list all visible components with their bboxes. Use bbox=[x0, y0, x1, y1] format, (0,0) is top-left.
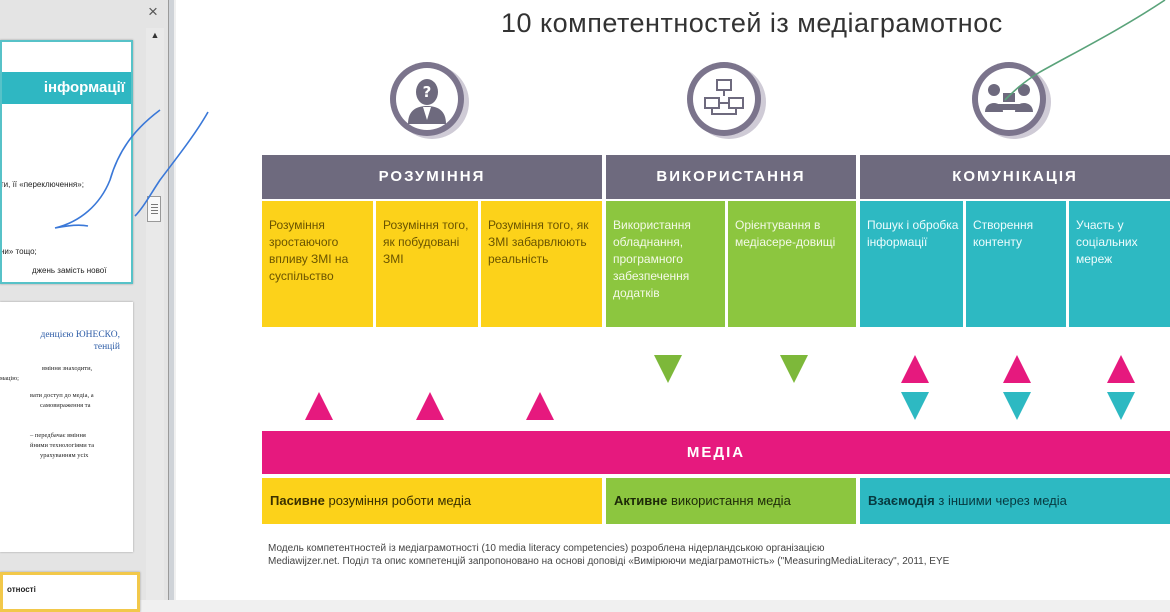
slide-thumbnail-title: інформації bbox=[2, 72, 131, 104]
network-icon bbox=[687, 62, 761, 136]
active-label-text: використання медіа bbox=[667, 493, 791, 508]
passive-label: Пасивне розуміння роботи медіа bbox=[262, 478, 602, 524]
arrow-up-icon bbox=[416, 392, 444, 420]
arrow-down-icon bbox=[1107, 392, 1135, 420]
media-bar: МЕДІА bbox=[262, 431, 1170, 474]
svg-text:?: ? bbox=[423, 83, 432, 101]
arrow-down-icon bbox=[780, 355, 808, 383]
caption-line: Mediawijzer.net. Поділ та опис компетенц… bbox=[268, 556, 950, 567]
arrow-down-icon bbox=[1003, 392, 1031, 420]
active-label: Активне використання медіа bbox=[606, 478, 856, 524]
arrow-up-icon bbox=[901, 355, 929, 383]
arrow-down-icon bbox=[654, 355, 682, 383]
header-usage: ВИКОРИСТАННЯ bbox=[606, 155, 856, 199]
slide-thumbnail-text: вати доступ до медіа, а bbox=[30, 392, 94, 399]
close-icon[interactable]: × bbox=[148, 2, 158, 21]
slide-thumbnail-heading-text: денцією ЮНЕСКО, тенцій bbox=[40, 330, 120, 352]
slide-thumbnail-text: йними технологіями та bbox=[30, 442, 95, 449]
slide-thumbnail-text: ни» тощо; bbox=[0, 247, 37, 256]
passive-label-bold: Пасивне bbox=[270, 493, 325, 508]
slide-thumbnail-text: ти, її «переключення»; bbox=[0, 180, 84, 189]
header-understanding: РОЗУМІННЯ bbox=[262, 155, 602, 199]
scroll-up-arrow-icon[interactable]: ▲ bbox=[150, 30, 160, 40]
scrollbar-thumb[interactable] bbox=[147, 196, 161, 222]
arrow-down-icon bbox=[901, 392, 929, 420]
competency-cell: Розуміння того, як ЗМІ забарвлюють реаль… bbox=[481, 201, 602, 327]
meeting-icon bbox=[972, 62, 1046, 136]
slide-caption: Модель компетентностей із медіаграмотнос… bbox=[268, 542, 949, 568]
competency-cell: Розуміння зростаючого впливу ЗМІ на сусп… bbox=[262, 201, 373, 327]
slide-thumbnail-2[interactable]: денцією ЮНЕСКО, тенцій вміння знаходити,… bbox=[0, 302, 133, 552]
interaction-label: Взаємодія з іншими через медіа bbox=[860, 478, 1170, 524]
competency-cell: Орієнтування в медіасере-довищі bbox=[728, 201, 856, 327]
slide-thumbnail-text: урахуванням усіх bbox=[40, 452, 89, 459]
thumbnail-scrollbar[interactable]: ▲ bbox=[146, 28, 164, 600]
slide-thumbnail-pane: × інформації ти, її «переключення»; ни» … bbox=[0, 0, 168, 612]
slide-title: 10 компетентностей із медіаграмотнос bbox=[501, 8, 1003, 38]
caption-line: Модель компетентностей із медіаграмотнос… bbox=[268, 543, 825, 554]
pane-splitter[interactable] bbox=[168, 0, 174, 600]
interaction-label-bold: Взаємодія bbox=[868, 493, 935, 508]
header-communication: КОМУНІКАЦІЯ bbox=[860, 155, 1170, 199]
active-label-bold: Активне bbox=[614, 493, 668, 508]
competency-cell: Пошук і обробка інформації bbox=[860, 201, 963, 327]
slide-thumbnail-heading: денцією ЮНЕСКО, тенцій bbox=[0, 329, 120, 353]
slide-thumbnail-text: – передбачає вміння bbox=[30, 432, 86, 439]
question-person-icon: ? bbox=[390, 62, 464, 136]
competency-cell: Використання обладнання, програмного заб… bbox=[606, 201, 725, 327]
slide-thumbnail-title: отності bbox=[7, 585, 36, 594]
slide-thumbnail-text: мацію; bbox=[0, 375, 19, 382]
competency-cell: Створення контенту bbox=[966, 201, 1066, 327]
competency-cell: Участь у соціальних мереж bbox=[1069, 201, 1170, 327]
arrow-up-icon bbox=[1003, 355, 1031, 383]
competency-cell: Розуміння того, як побудовані ЗМІ bbox=[376, 201, 478, 327]
slide-thumbnail-text: джень замість нової bbox=[32, 266, 107, 275]
slide-thumbnail-text: вміння знаходити, bbox=[42, 365, 93, 372]
slide-thumbnail-1[interactable]: інформації ти, її «переключення»; ни» то… bbox=[0, 40, 133, 284]
passive-label-text: розуміння роботи медіа bbox=[324, 493, 472, 508]
main-slide: 10 компетентностей із медіаграмотнос ? bbox=[176, 0, 1170, 600]
slide-thumbnail-text: самовираження та bbox=[40, 402, 91, 409]
arrow-up-icon bbox=[1107, 355, 1135, 383]
arrow-up-icon bbox=[305, 392, 333, 420]
arrow-up-icon bbox=[526, 392, 554, 420]
interaction-label-text: з іншими через медіа bbox=[934, 493, 1067, 508]
